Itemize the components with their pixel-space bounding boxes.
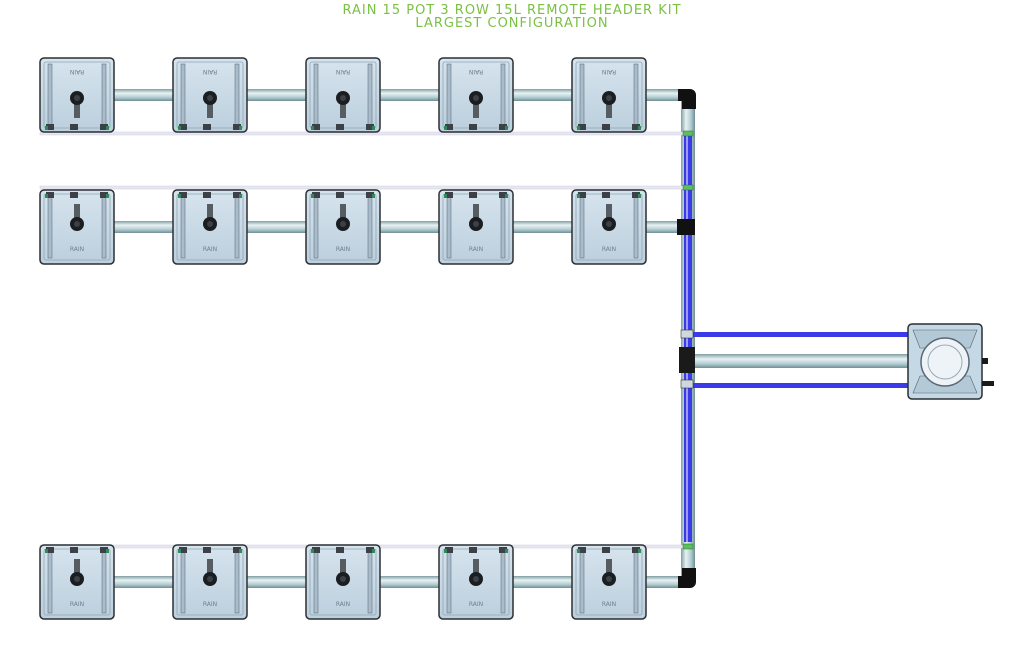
pot: RAIN [39,189,115,265]
pot-brand-label: RAIN [70,246,84,253]
pot-brand-label: RAIN [602,246,616,253]
pot-brand-label: RAIN [469,246,483,253]
pot: RAIN [172,544,248,620]
feed-pipe [110,221,685,233]
pot: RAIN [172,57,248,133]
pot: RAIN [571,544,647,620]
pot-brand-label: RAIN [70,601,84,608]
feed-pipe [110,89,685,101]
diagram-title: RAIN 15 POT 3 ROW 15L REMOTE HEADER KIT [342,3,682,18]
pot-brand-label: RAIN [336,68,350,75]
pot: RAIN [172,189,248,265]
pot: RAIN [438,57,514,133]
pot: RAIN [571,189,647,265]
pot-brand-label: RAIN [602,68,616,75]
header-branch [679,329,922,389]
row-2: RAIN RAIN RAIN RAIN RAIN [39,184,695,265]
pot: RAIN [438,544,514,620]
header-tank [907,323,994,400]
pot: RAIN [39,57,115,133]
pot-brand-label: RAIN [469,601,483,608]
pot: RAIN [39,544,115,620]
pot-brand-label: RAIN [336,601,350,608]
drain-line [39,185,686,190]
pot: RAIN [571,57,647,133]
pot-brand-label: RAIN [469,68,483,75]
feed-pipe [110,576,685,588]
pot: RAIN [305,57,381,133]
pot-brand-label: RAIN [203,246,217,253]
pot: RAIN [438,189,514,265]
row-1: RAIN RAIN RAIN RAIN RAIN [39,57,696,137]
pot: RAIN [305,544,381,620]
diagram-subtitle: LARGEST CONFIGURATION [415,16,609,31]
pot-brand-label: RAIN [336,246,350,253]
pot-brand-label: RAIN [602,601,616,608]
row-3: RAIN RAIN RAIN RAIN RAIN [39,543,696,620]
pot-brand-label: RAIN [70,68,84,75]
pot: RAIN [305,189,381,265]
pot-brand-label: RAIN [203,601,217,608]
pot-brand-label: RAIN [203,68,217,75]
